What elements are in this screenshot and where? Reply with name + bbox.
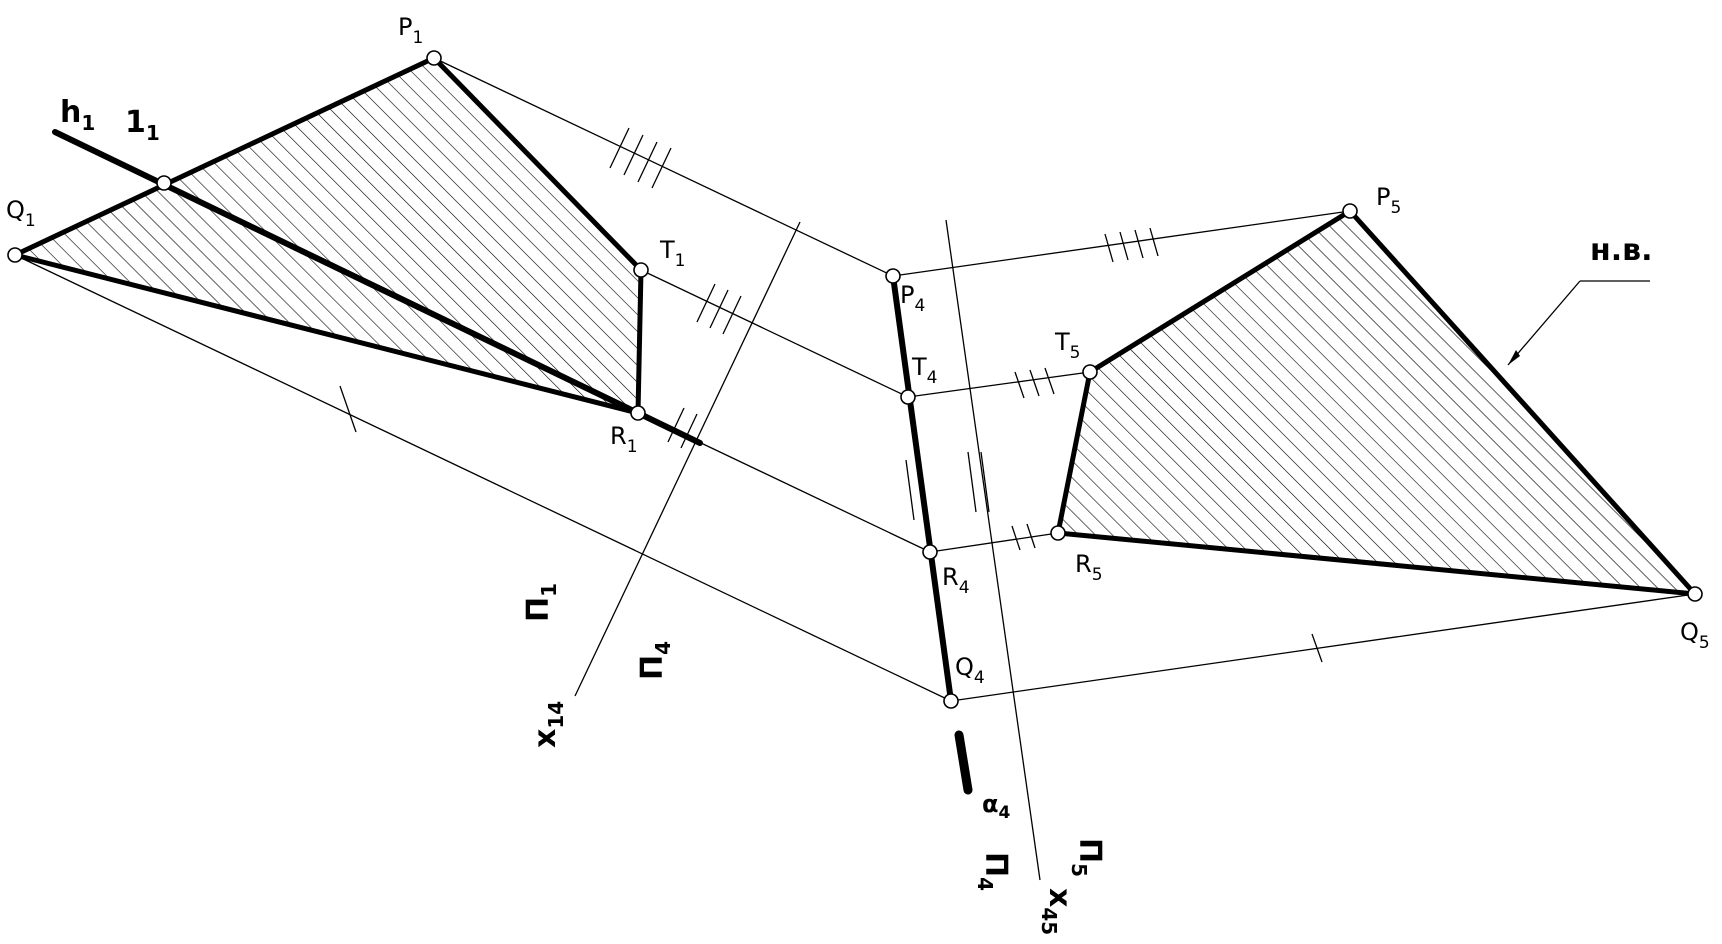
link-P4-P5 — [892, 210, 1351, 277]
label-P4: P4 — [900, 281, 925, 316]
axis-x45 — [945, 219, 1041, 881]
link-Q1-Q4 — [14, 254, 952, 702]
label-Q1: Q1 — [6, 196, 36, 231]
point-Q1 — [7, 247, 23, 263]
point-Q5 — [1687, 586, 1703, 602]
points — [7, 50, 1703, 709]
point-R1 — [630, 405, 646, 421]
axis-x14 — [574, 221, 801, 697]
link-T1-T4 — [640, 269, 909, 398]
triangle-pi1 — [12, 55, 703, 446]
label-x14: x14 — [528, 701, 568, 748]
point-P5 — [1342, 203, 1358, 219]
alpha4-trace — [954, 730, 973, 795]
label-P1: P1 — [398, 13, 423, 48]
link-T4-T5 — [907, 371, 1091, 398]
triangle-pi5 — [1055, 208, 1698, 597]
label-x45: x45 — [1037, 888, 1077, 935]
point-R4 — [922, 544, 938, 560]
projection-axes — [574, 219, 1041, 881]
link-R4-R5 — [929, 532, 1059, 553]
point-T5 — [1082, 364, 1098, 380]
point-R5 — [1050, 525, 1066, 541]
point-P1 — [426, 50, 442, 66]
labels: P1 Q1 T1 R1 h1 11 P4 T4 R4 Q4 P5 T5 R5 Q… — [6, 13, 1710, 935]
label-R5: R5 — [1075, 550, 1103, 585]
label-alpha4: α4 — [982, 790, 1011, 823]
point-T4 — [900, 389, 916, 405]
label-pi5: Π5 — [1067, 838, 1107, 877]
link-P1-P4 — [433, 57, 894, 277]
label-P5: P5 — [1376, 183, 1401, 218]
label-Q4: Q4 — [955, 653, 985, 688]
label-Q5: Q5 — [1680, 618, 1710, 653]
point-T1 — [633, 262, 649, 278]
label-pi4-b: Π4 — [973, 852, 1013, 891]
true-size-leader — [1507, 280, 1650, 366]
label-T4: T4 — [911, 353, 938, 388]
link-Q4-Q5 — [950, 593, 1696, 702]
horizontal-h1 — [52, 129, 641, 416]
label-R4: R4 — [942, 563, 970, 598]
label-R1: R1 — [610, 422, 638, 457]
r1-extension — [635, 410, 703, 446]
label-1-1: 11 — [125, 105, 160, 145]
edge-view-pi4 — [890, 273, 973, 795]
point-1-1 — [156, 175, 172, 191]
label-pi1: Π1 — [521, 583, 561, 622]
label-h1: h1 — [60, 95, 95, 135]
plane-edge-line — [890, 273, 954, 704]
label-true-size: н.в. — [1590, 233, 1653, 268]
parallel-ticks — [339, 127, 1323, 663]
label-T5: T5 — [1054, 328, 1081, 363]
label-T1: T1 — [659, 236, 686, 271]
point-P4 — [885, 268, 901, 284]
plane-true-size — [1055, 208, 1698, 597]
point-Q4 — [943, 693, 959, 709]
label-pi4-a: Π4 — [635, 641, 675, 680]
